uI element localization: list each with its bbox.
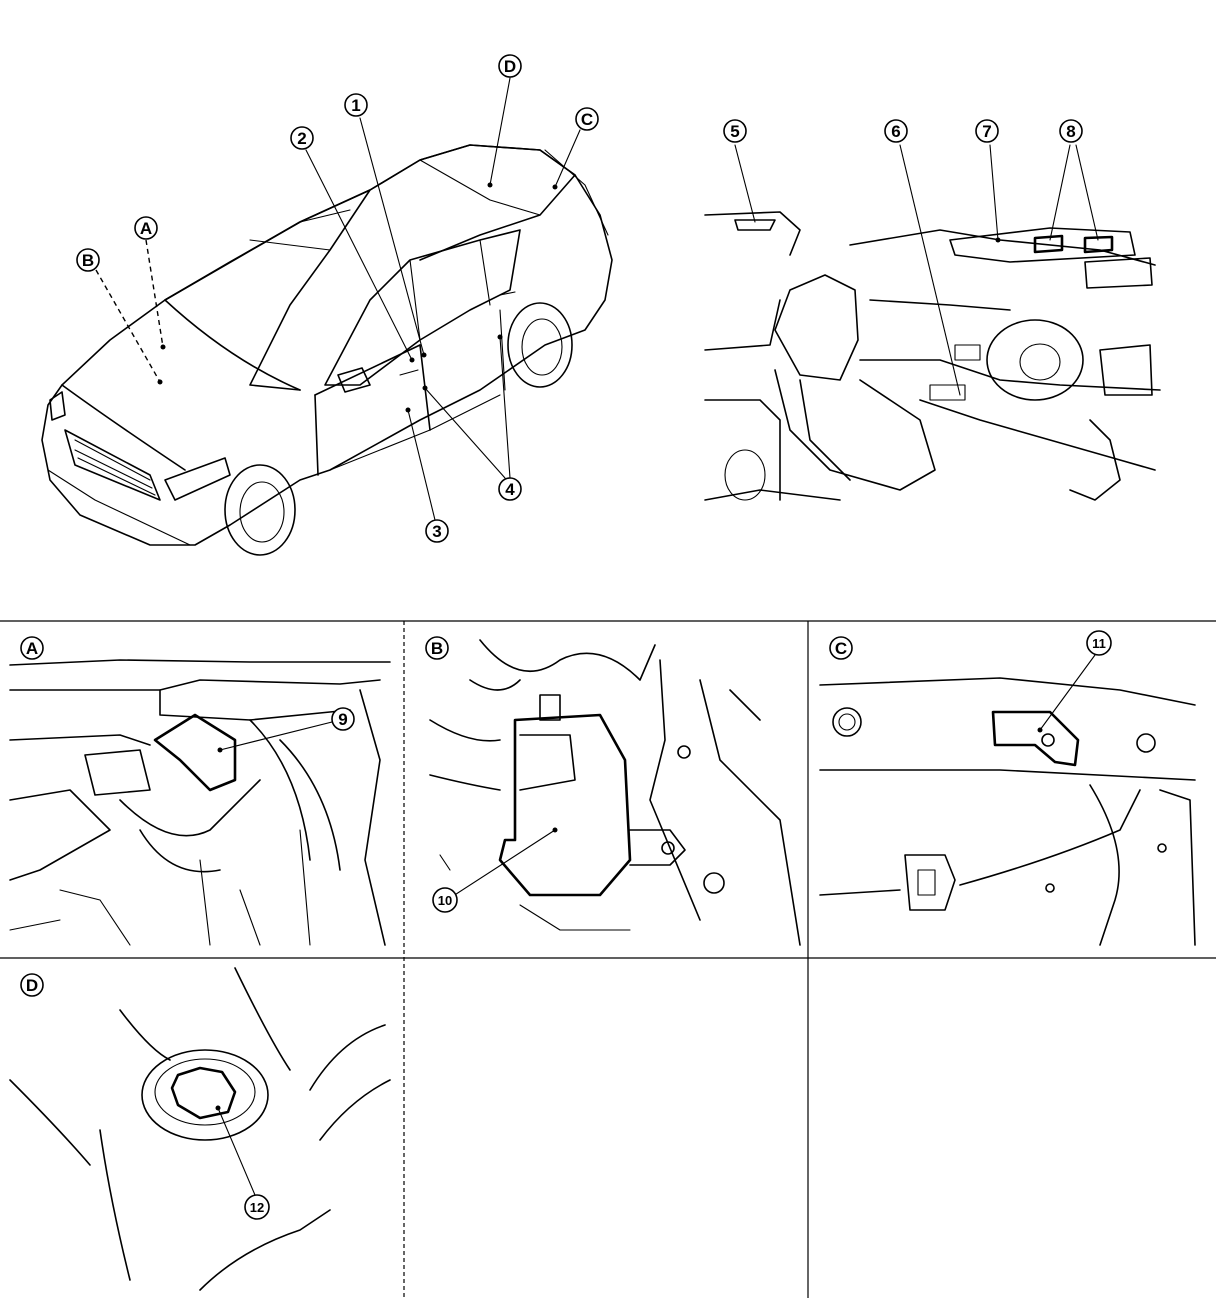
panel-grid-frame (0, 620, 1216, 1298)
svg-text:4: 4 (505, 480, 515, 499)
car-exterior-illustration (41, 77, 613, 556)
callout-a: A (134, 216, 158, 240)
callout-1: 1 (344, 93, 368, 117)
panel-c-illustration (819, 654, 1196, 946)
callout-9: 9 (331, 707, 355, 731)
panel-d-label: D (20, 973, 44, 997)
svg-text:2: 2 (297, 129, 306, 148)
svg-text:C: C (581, 110, 593, 129)
svg-text:9: 9 (338, 710, 347, 729)
svg-text:8: 8 (1066, 122, 1075, 141)
callout-10: 10 (432, 887, 458, 913)
callout-11: 11 (1086, 630, 1112, 656)
car-interior-illustration (704, 144, 1161, 501)
callout-2: 2 (290, 126, 314, 150)
svg-text:5: 5 (730, 122, 739, 141)
svg-text:7: 7 (982, 122, 991, 141)
callout-7: 7 (975, 119, 999, 143)
callout-4: 4 (498, 477, 522, 501)
svg-text:C: C (835, 639, 847, 658)
panel-b-label: B (425, 636, 449, 660)
callout-12: 12 (244, 1194, 270, 1220)
panel-a-illustration (9, 659, 391, 946)
panel-a-label: A (20, 636, 44, 660)
svg-text:3: 3 (432, 522, 441, 541)
panel-d-illustration (9, 967, 391, 1291)
callout-6: 6 (884, 119, 908, 143)
callout-c: C (575, 107, 599, 131)
svg-text:6: 6 (891, 122, 900, 141)
svg-text:B: B (82, 251, 94, 270)
svg-text:10: 10 (438, 893, 452, 908)
panel-c-label: C (829, 636, 853, 660)
svg-text:A: A (140, 219, 152, 238)
svg-text:11: 11 (1092, 636, 1106, 651)
svg-text:B: B (431, 639, 443, 658)
svg-text:1: 1 (351, 96, 360, 115)
callout-3: 3 (425, 519, 449, 543)
svg-text:A: A (26, 639, 38, 658)
svg-text:D: D (504, 57, 516, 76)
callout-5: 5 (723, 119, 747, 143)
callout-b: B (76, 248, 100, 272)
callout-d: D (498, 54, 522, 78)
panel-b-illustration (429, 639, 801, 946)
svg-text:D: D (26, 976, 38, 995)
svg-text:12: 12 (250, 1200, 264, 1215)
callout-8: 8 (1059, 119, 1083, 143)
